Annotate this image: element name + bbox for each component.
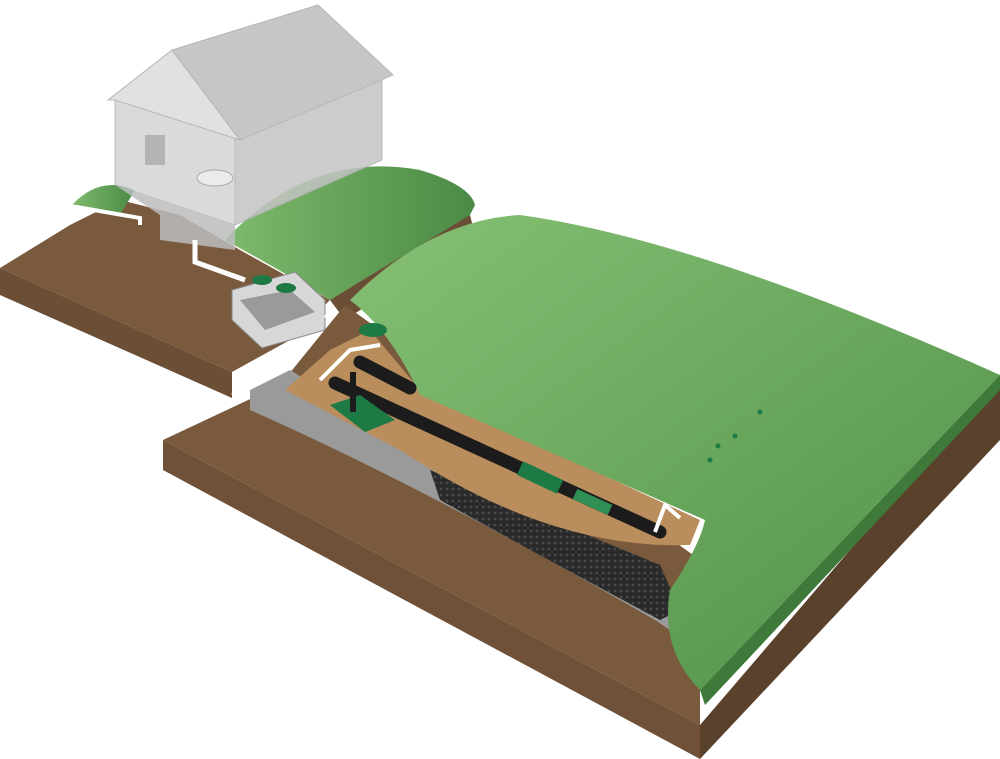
riser-lid (359, 323, 387, 337)
drainage-gravel (430, 470, 680, 620)
lawn-grass (350, 215, 1000, 690)
tank-lid (252, 275, 272, 285)
distribution-box (330, 323, 395, 432)
drain-field-pipes (318, 343, 682, 539)
pipe-sleeve (516, 461, 564, 494)
tank-lid (276, 283, 296, 293)
upper-pipe (353, 355, 417, 395)
toilet (196, 169, 234, 187)
house-basement (115, 185, 235, 250)
house (106, 4, 394, 250)
right-ground-block (163, 215, 1000, 759)
house-roof-side (171, 4, 394, 141)
vent-pipe (653, 501, 682, 533)
water-heater (145, 135, 165, 165)
pipe-sleeve (572, 488, 613, 516)
inspection-ports (707, 409, 763, 463)
inlet-pipe (318, 343, 381, 382)
house-outlet-pipe (64, 203, 142, 225)
sewer-pipe (192, 240, 246, 283)
left-block-front-face (0, 268, 232, 398)
grass-edge-side (700, 375, 1000, 705)
riser (350, 372, 356, 412)
right-block-side-face (700, 375, 1000, 759)
right-block-front-face (163, 440, 700, 759)
